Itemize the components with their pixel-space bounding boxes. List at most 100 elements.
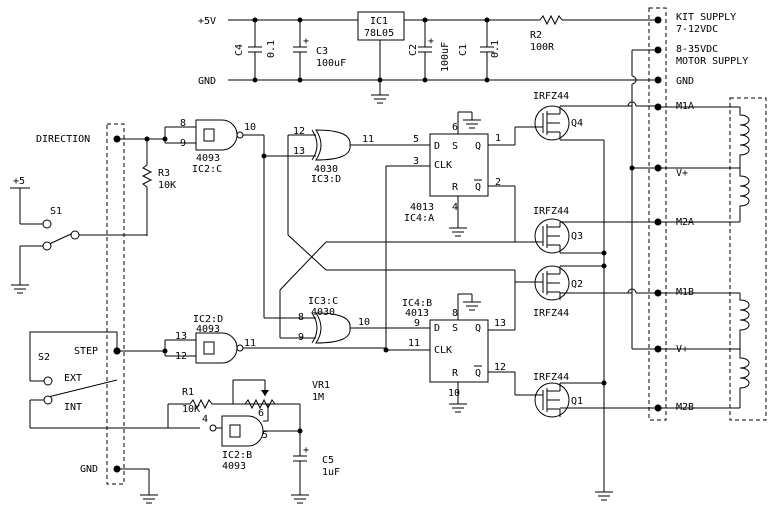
flipflop-ic4a: D S Q CLK R Q 5 6 3 4 1 2 4013 IC4:A xyxy=(386,111,501,237)
ic2d-pin13: 13 xyxy=(175,331,187,342)
terminal-gnd-label: GND xyxy=(676,76,694,87)
ic2d-type: 4093 xyxy=(196,324,220,335)
ic3d-pin13: 13 xyxy=(293,146,305,157)
r3-ref: R3 xyxy=(158,168,170,179)
svg-text:5: 5 xyxy=(413,134,419,145)
motor-coil-2a xyxy=(739,168,750,222)
stepper-motor xyxy=(658,97,767,421)
svg-text:11: 11 xyxy=(408,338,420,349)
svg-text:CLK: CLK xyxy=(434,345,452,356)
q1-type: IRFZ44 xyxy=(533,372,569,383)
step-label: STEP xyxy=(74,346,98,357)
kit-supply-range: 7-12VDC xyxy=(676,24,718,35)
r1-ref: R1 xyxy=(182,387,194,398)
svg-text:6: 6 xyxy=(452,122,458,133)
oscillator-section: R1 10K VR1 1M 4 5 6 IC2:B 4093 + C5 1uF xyxy=(167,379,340,504)
capacitor-c2: + C2 100uF xyxy=(408,20,451,80)
motor-supply-label: MOTOR SUPPLY xyxy=(676,56,748,67)
r2-ref: R2 xyxy=(530,30,542,41)
motor-supply-range: 8-35VDC xyxy=(676,44,718,55)
nand-gate-ic2c: 8 9 10 4093 IC2:C xyxy=(180,118,264,175)
svg-text:3: 3 xyxy=(413,156,419,167)
kit-supply-label: KIT SUPPLY xyxy=(676,12,736,23)
direction-input-net xyxy=(117,126,196,165)
potentiometer-vr1 xyxy=(244,398,276,410)
ic3c-pin8: 8 xyxy=(298,312,304,323)
q2-ref: Q2 xyxy=(571,279,583,290)
resistor-r1 xyxy=(189,398,213,410)
int-label: INT xyxy=(64,402,82,413)
ic4b-type: 4013 xyxy=(405,308,429,319)
s1-label: S1 xyxy=(50,206,62,217)
capacitor-c1: C1 0.1 xyxy=(458,20,501,80)
svg-text:8: 8 xyxy=(452,308,458,319)
svg-text:Q: Q xyxy=(475,182,481,193)
ic1-value: 78L05 xyxy=(364,28,394,39)
mosfet-q4: IRFZ44 Q4 xyxy=(528,91,658,141)
c2-ref: C2 xyxy=(408,44,419,56)
svg-text:4: 4 xyxy=(452,202,458,213)
ext-label: EXT xyxy=(64,373,82,384)
svg-text:Q: Q xyxy=(475,323,481,334)
ic2b-pin5: 5 xyxy=(262,430,268,441)
nand-gate-ic2d: 13 12 11 IC2:D 4093 xyxy=(113,314,386,364)
ic3d-type: 4030 xyxy=(314,164,338,175)
svg-text:12: 12 xyxy=(494,362,506,373)
ic2b-pin4: 4 xyxy=(202,414,208,425)
c5-value: 1uF xyxy=(322,467,340,478)
svg-text:R: R xyxy=(452,368,459,379)
resistor-r3: R3 10K xyxy=(141,164,176,236)
gnd-rail-label: GND xyxy=(198,76,216,87)
ic3d-ref: IC3:D xyxy=(311,174,341,185)
svg-text:Q: Q xyxy=(475,368,481,379)
ic2c-pin10: 10 xyxy=(244,122,256,133)
step-clock-bus xyxy=(383,166,389,353)
svg-text:9: 9 xyxy=(414,318,420,329)
ic3d-pin11: 11 xyxy=(362,134,374,145)
svg-text:S: S xyxy=(452,323,458,334)
resistor-r2: R2 100R xyxy=(530,14,563,53)
ic2c-pin8: 8 xyxy=(180,118,186,129)
svg-text:+: + xyxy=(428,36,434,47)
ic4a-outputs xyxy=(279,126,528,339)
svg-text:D: D xyxy=(434,323,440,334)
ic3c-pin10: 10 xyxy=(358,317,370,328)
mosfet-q1: IRFZ44 Q1 xyxy=(528,372,658,418)
terminal-vplus-1: V+ xyxy=(676,168,688,179)
c4-ref: C4 xyxy=(234,44,245,56)
c4-value: 0.1 xyxy=(266,40,277,58)
ic2c-ref: IC2:C xyxy=(192,164,222,175)
ic2d-pin12: 12 xyxy=(175,351,187,362)
ic4a-type: 4013 xyxy=(410,202,434,213)
plus5-label: +5 xyxy=(13,176,25,187)
q4-type: IRFZ44 xyxy=(533,91,569,102)
input-terminal-block: DIRECTION STEP GND xyxy=(36,123,158,504)
power-section: +5V GND C4 0.1 + C3 100uF xyxy=(198,11,658,104)
motor-coil-1a xyxy=(739,107,750,168)
c1-ref: C1 xyxy=(458,44,469,56)
q2-type: IRFZ44 xyxy=(533,308,569,319)
gnd-input-label: GND xyxy=(80,464,98,475)
ic4a-ref: IC4:A xyxy=(404,213,434,224)
xor-gate-ic3c: 8 9 10 IC3:C 4030 xyxy=(298,296,430,344)
ic2d-pin11: 11 xyxy=(244,338,256,349)
ic3c-pin9: 9 xyxy=(298,332,304,343)
svg-text:10: 10 xyxy=(448,388,460,399)
vplus-rail-label: +5V xyxy=(198,16,216,27)
svg-text:2: 2 xyxy=(495,177,501,188)
svg-text:D: D xyxy=(434,141,440,152)
mosfet-q2: IRFZ44 Q2 xyxy=(528,265,658,319)
ic2b-type: 4093 xyxy=(222,461,246,472)
capacitor-c3: + C3 100uF xyxy=(293,20,346,80)
c3-value: 100uF xyxy=(316,58,346,69)
ic3d-pin12: 12 xyxy=(293,126,305,137)
q1-ref: Q1 xyxy=(571,396,583,407)
q3-type: IRFZ44 xyxy=(533,206,569,217)
mosfet-ground-bus xyxy=(595,140,613,501)
c3-ref: C3 xyxy=(316,46,328,57)
ic2c-pin9: 9 xyxy=(180,138,186,149)
flipflop-ic4b: D S Q CLK R Q 8 9 11 10 13 12 IC4:B 4013 xyxy=(386,270,528,413)
direction-label: DIRECTION xyxy=(36,134,90,145)
vr1-value: 1M xyxy=(312,392,324,403)
